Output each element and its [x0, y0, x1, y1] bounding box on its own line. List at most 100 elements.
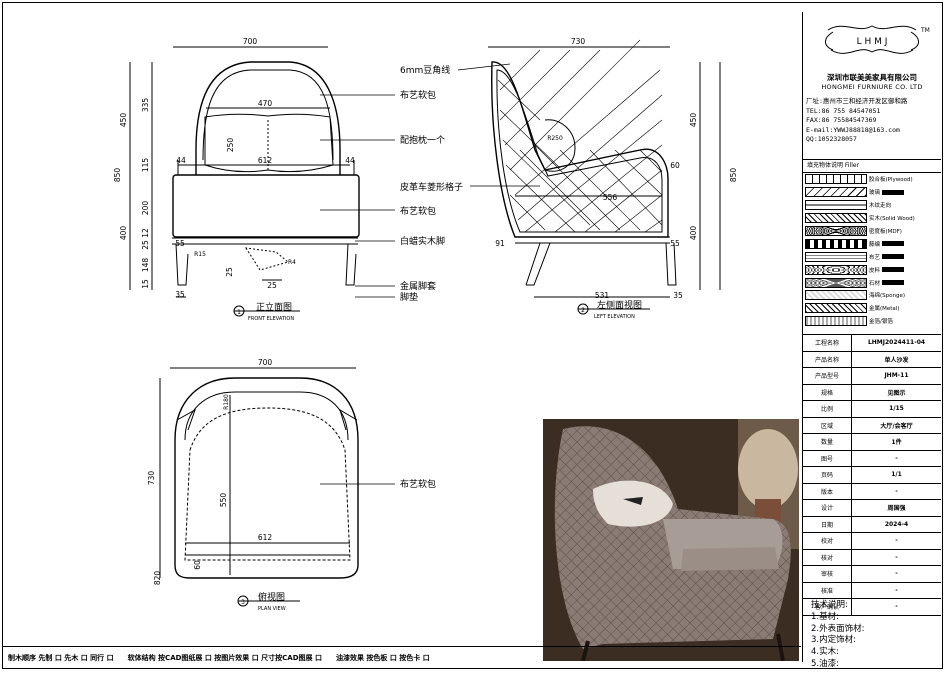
info-row: 校对- [803, 533, 941, 550]
filler-item: 玻璃 [803, 186, 941, 199]
dim-s25a: 25 [225, 267, 234, 277]
dim-pillow-width: 470 [258, 99, 273, 108]
filler-label: 胶合板(Plywood) [869, 177, 913, 184]
info-key: 审核 [803, 566, 852, 582]
info-key: 工程名称 [803, 335, 852, 351]
tech-line: 4.实木: [811, 647, 839, 658]
info-value: - [895, 603, 898, 611]
front-elevation [129, 46, 360, 298]
dim-plan-d550: 550 [219, 493, 228, 508]
label-metal-sleeve: 金属脚套 [400, 280, 436, 292]
info-value: JHM-11 [884, 372, 909, 380]
info-key: 图号 [803, 450, 852, 466]
filler-swatch [805, 174, 867, 185]
filler-swatch [805, 238, 867, 249]
info-row: 图号- [803, 450, 941, 467]
dim-arm-left: 44 [176, 156, 186, 165]
label-bead-line: 6mm豆角线 [400, 64, 450, 76]
info-value: - [895, 487, 898, 495]
label-fabric-3: 布艺软包 [400, 478, 436, 490]
company-address: 厂址:惠州市三和经济开发区御和路 [806, 97, 908, 105]
dim-d55: 55 [175, 239, 185, 248]
dim-plan-w612: 612 [258, 533, 273, 542]
label-pillow: 配抱枕一个 [400, 134, 445, 146]
dim-seat-width: 612 [258, 156, 273, 165]
filler-item: 木纹走向 [803, 199, 941, 212]
dim-h148: 148 [141, 258, 150, 273]
tech-title: 技术说明: [811, 600, 848, 610]
technical-notes: 技术说明: 1.基材: 2.外表面饰材: 3.内定饰材: 4.实木: 5.油漆: [811, 600, 864, 671]
front-view-subtitle: FRONT ELEVATION [248, 316, 294, 322]
label-fabric-1: 布艺软包 [400, 89, 436, 101]
info-key: 页码 [803, 467, 852, 483]
label-foot-pad: 脚垫 [400, 291, 418, 303]
dim-d91: 91 [495, 239, 505, 248]
info-value: 1/15 [889, 405, 904, 413]
contact-info: 厂址:惠州市三和经济开发区御和路 TEL:86 755 84547051 FAX… [806, 97, 940, 145]
label-leather-diamond: 皮革车菱形格子 [400, 181, 463, 193]
filler-swatch [805, 187, 867, 198]
filler-item: 藤编 [803, 237, 941, 250]
info-row: 核准- [803, 582, 941, 599]
dim-plan-r180: R180 [223, 394, 230, 410]
dim-seat-depth: 556 [603, 193, 618, 202]
dim-left-width: 730 [571, 37, 586, 46]
filler-item: 实木(Solid Wood) [803, 212, 941, 225]
dim-r15: R15 [194, 251, 206, 258]
filler-swatch [805, 290, 867, 301]
dim-h200: 200 [141, 201, 150, 216]
info-value: LHMJ2024411-04 [867, 339, 926, 347]
company-fax: FAX:86 75584547369 [806, 116, 877, 124]
plan-view-subtitle: PLAN VIEW [258, 606, 286, 612]
dim-front-height: 850 [113, 168, 122, 183]
label-legs: 白蜡实木脚 [400, 235, 445, 247]
left-view-number: 2 [581, 307, 585, 314]
dim-plan-d20: 820 [153, 571, 162, 586]
dim-d55-left: 55 [670, 239, 680, 248]
company-name-en: HONGMEI FURNIURE CO. LTD [821, 83, 923, 91]
title-block: L H M J TM 深圳市联美美家具有限公司 HONGMEI FURNIURE… [802, 12, 941, 669]
dim-s25b: 25 [267, 281, 277, 290]
filler-item: 金属(Metal) [803, 302, 941, 315]
filler-item: 密度板(MDF) [803, 225, 941, 238]
dim-lower-height: 400 [119, 226, 128, 241]
info-row: 设计周国强 [803, 500, 941, 517]
dim-r250: R250 [547, 135, 563, 142]
filler-swatch [805, 277, 867, 288]
left-view-title: 左侧面视图 [597, 299, 642, 311]
filler-label: 布艺 [869, 254, 881, 261]
info-key: 区域 [803, 417, 852, 433]
info-value: - [895, 570, 898, 578]
info-row: 区域大厅/会客厅 [803, 417, 941, 434]
dim-upper-height: 450 [119, 113, 128, 128]
filler-item: 布艺 [803, 250, 941, 263]
filler-label: 藤编 [869, 241, 881, 248]
info-key: 设计 [803, 500, 852, 516]
filler-label: 玻璃 [869, 190, 881, 197]
info-row: 比例 1/15 [803, 401, 941, 418]
info-key: 比例 [803, 401, 852, 417]
info-value: - [895, 537, 898, 545]
dim-plan-depth: 730 [147, 471, 156, 486]
filler-title: 填充物体说明 Filler [803, 159, 941, 173]
filler-black-bar [882, 267, 905, 273]
dim-h25: 25 [141, 240, 150, 250]
info-row: 审核 - [803, 566, 941, 583]
filler-swatch [805, 264, 867, 275]
info-row: 规格见图示 [803, 384, 941, 401]
tech-line: 5.油漆: [811, 658, 839, 669]
filler-swatch [805, 303, 867, 314]
dim-base: 531 [595, 291, 610, 300]
filler-label: 金属(Metal) [869, 306, 900, 313]
filler-swatch [805, 316, 867, 327]
info-value: 2024-4 [884, 520, 909, 528]
filler-item: 金箔/银箔 [803, 315, 941, 328]
info-row: 版本- [803, 483, 941, 500]
dim-h15: 15 [141, 279, 150, 289]
info-key: 数量 [803, 434, 852, 450]
company-qq: QQ:1052328057 [806, 135, 857, 143]
